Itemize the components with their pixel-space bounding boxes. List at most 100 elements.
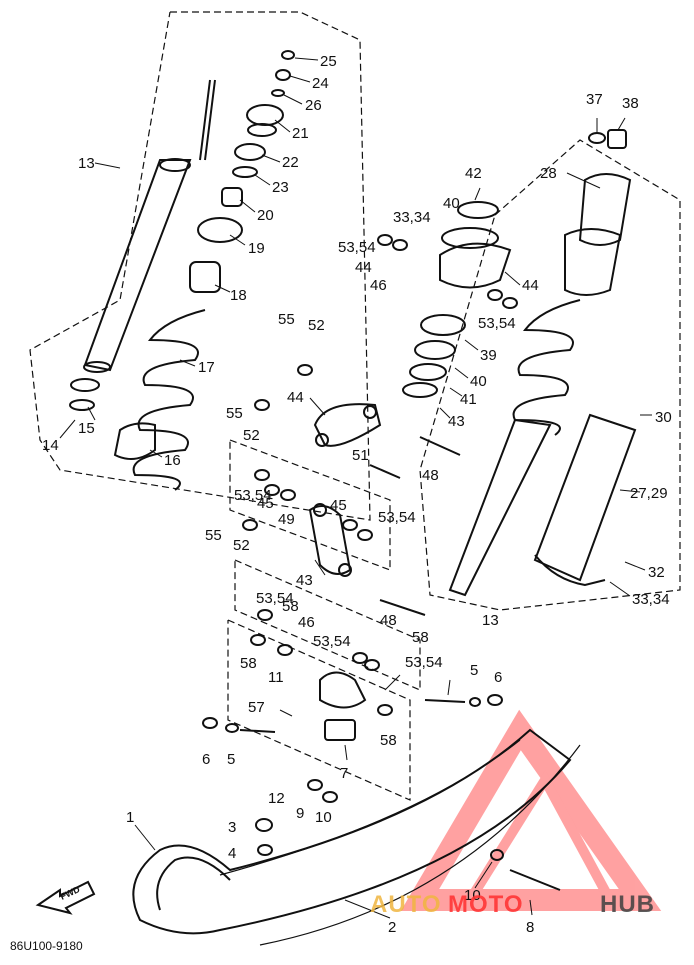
callout-30: 30	[655, 409, 672, 426]
callout-27-29: 27,29	[630, 485, 668, 502]
diagram-code: 86U100-9180	[10, 939, 83, 953]
callout-56-c: 58	[240, 655, 257, 672]
watermark-text-moto: MOTO	[448, 891, 524, 918]
watermark-text: AUTO MOTO HUB	[370, 891, 655, 918]
linkage-arm-lower	[308, 503, 352, 577]
callout-43: 43	[296, 572, 313, 589]
callout-45-b: 45	[330, 497, 347, 514]
callout-47: 49	[278, 511, 295, 528]
callout-4: 4	[228, 845, 236, 862]
callout-40: 42	[465, 165, 482, 182]
group-box-right-shock	[419, 139, 681, 611]
callout-41: 43	[448, 413, 465, 430]
callout-35: 37	[586, 91, 603, 108]
callout-7: 7	[340, 765, 348, 782]
callout-52-top: 55	[278, 311, 295, 328]
callout-50-top: 52	[308, 317, 325, 334]
callout-55: 57	[248, 699, 265, 716]
callout-13-right: 13	[482, 612, 499, 629]
callout-56-a: 58	[282, 598, 299, 615]
callout-25: 25	[320, 53, 337, 70]
callout-51-e: 53,54	[256, 590, 294, 607]
callout-2: 2	[388, 919, 396, 936]
callout-50-low: 52	[233, 537, 250, 554]
callout-44-right: 44	[522, 277, 539, 294]
center-spring-stack	[402, 201, 512, 398]
callout-42: 44	[287, 389, 304, 406]
callout-19: 19	[248, 240, 265, 257]
callout-56-d: 58	[380, 732, 397, 749]
callout-52-mid: 55	[226, 405, 243, 422]
group-box-link-lower	[234, 559, 421, 691]
callout-10-left: 10	[315, 809, 332, 826]
callout-24: 24	[312, 75, 329, 92]
callout-46-low: 46	[298, 614, 315, 631]
callout-3: 3	[228, 819, 236, 836]
left-shock-rod	[83, 79, 216, 373]
group-box-left-shock	[29, 11, 371, 521]
callout-22: 22	[282, 154, 299, 171]
watermark-text-hub: HUB	[600, 891, 655, 918]
callout-1: 1	[126, 809, 134, 826]
callout-21: 21	[292, 125, 309, 142]
callout-46-top: 46	[370, 277, 387, 294]
group-box-ski-mount	[227, 619, 411, 801]
group-box-link-upper	[229, 439, 391, 571]
leader-lines	[59, 57, 652, 919]
watermark-logo	[400, 709, 662, 911]
callout-49: 51	[352, 447, 369, 464]
callout-26: 26	[305, 97, 322, 114]
callout-12: 12	[268, 790, 285, 807]
callout-48-low: 48	[380, 612, 397, 629]
callout-56-b: 58	[412, 629, 429, 646]
callout-9: 9	[296, 805, 304, 822]
callout-39: 41	[460, 391, 477, 408]
callout-6-right: 6	[494, 669, 502, 686]
callout-5-left: 5	[227, 751, 235, 768]
callout-8: 8	[526, 919, 534, 936]
forward-arrow: FWD	[35, 880, 96, 915]
callout-6-left: 6	[202, 751, 210, 768]
callout-38-top: 40	[443, 195, 460, 212]
callout-23: 23	[272, 179, 289, 196]
right-shock-spring	[448, 299, 581, 597]
callout-38: 40	[470, 373, 487, 390]
callout-17: 17	[198, 359, 215, 376]
linkage-bolts	[239, 436, 466, 733]
callout-13-left: 13	[78, 155, 95, 172]
callout-45-a: 45	[257, 495, 274, 512]
left-shock-seals	[69, 378, 100, 411]
ski	[132, 728, 581, 946]
callout-51-a: 53,54	[338, 239, 376, 256]
callout-52-low: 55	[205, 527, 222, 544]
callout-51-f: 53,54	[405, 654, 443, 671]
callout-51-d: 53,54	[378, 509, 416, 526]
callout-18: 18	[230, 287, 247, 304]
left-shock-top-stack	[189, 50, 295, 293]
ski-mount-bracket	[319, 671, 367, 741]
callout-20: 20	[257, 207, 274, 224]
callout-51-b: 53,54	[478, 315, 516, 332]
callout-51-c: 53,54	[234, 487, 272, 504]
watermark-text-auto: AUTO	[370, 891, 442, 918]
callout-15: 15	[78, 420, 95, 437]
callout-33-34: 33,34	[393, 209, 431, 226]
callout-14: 14	[42, 437, 59, 454]
callout-32: 33,34	[632, 591, 670, 608]
callout-16: 16	[164, 452, 181, 469]
callout-10-right: 10	[464, 887, 481, 904]
callout-48-top: 48	[422, 467, 439, 484]
callout-53-54: 53,54	[313, 633, 351, 650]
callout-44-left: 44	[355, 259, 372, 276]
part-callouts: 25 24 26 21 22 23 20 19 18 17 16 15 14 1…	[42, 53, 672, 936]
right-shock-reservoir	[533, 413, 637, 587]
linkage-arm-upper	[313, 403, 382, 447]
callout-50-mid: 52	[243, 427, 260, 444]
callout-28: 28	[540, 165, 557, 182]
callout-36: 38	[622, 95, 639, 112]
right-shock-cap	[564, 129, 632, 296]
small-washers	[202, 234, 518, 861]
callout-37: 39	[480, 347, 497, 364]
callout-11: 11	[268, 669, 284, 686]
